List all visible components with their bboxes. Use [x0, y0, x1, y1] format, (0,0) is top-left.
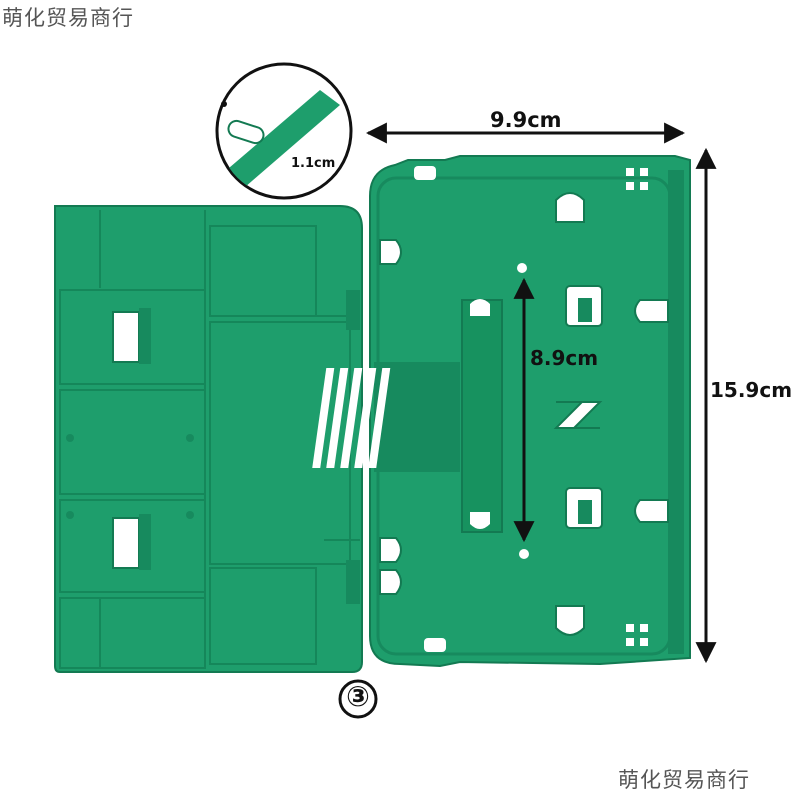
watermark-top-left: 萌化贸易商行 [2, 6, 134, 30]
inner-length-label: 8.9cm [530, 346, 599, 370]
splice-holder [312, 362, 460, 472]
tray-lid [54, 205, 363, 673]
height-label: 15.9cm [710, 378, 793, 402]
variant-badge-ring [338, 679, 378, 719]
detail-length-label: 1.1cm [291, 156, 336, 171]
dimension-arrows [365, 122, 717, 664]
splice-tray [312, 155, 691, 668]
variant-badge: ③ [346, 680, 370, 713]
width-label: 9.9cm [490, 108, 562, 132]
detail-magnifier [215, 62, 353, 200]
watermark-bottom-right: 萌化贸易商行 [618, 768, 750, 792]
